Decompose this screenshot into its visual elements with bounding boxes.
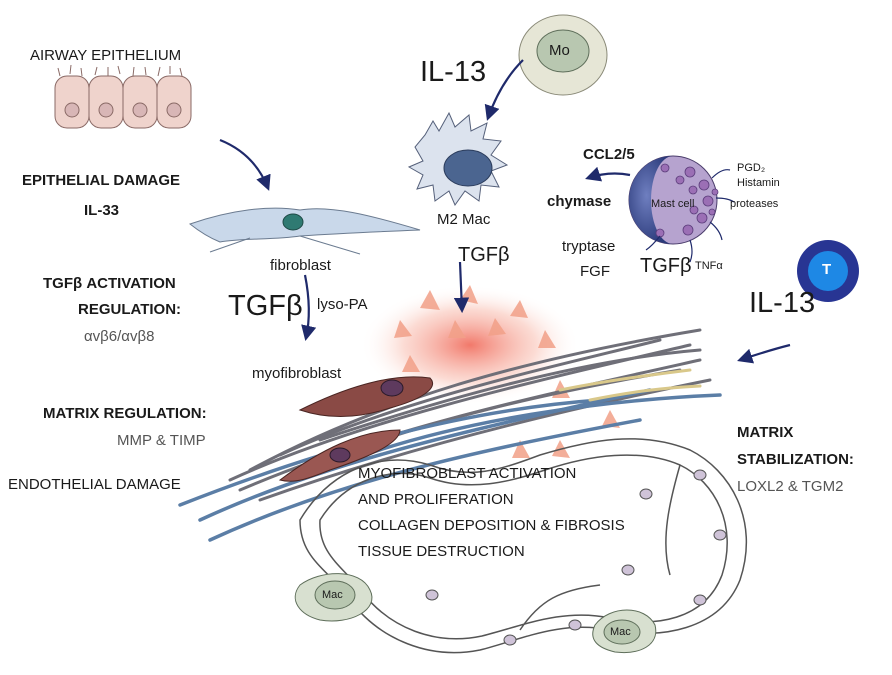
tgfb-fibro-label: TGFβ: [228, 290, 303, 322]
endothelial-damage-label: ENDOTHELIAL DAMAGE: [8, 476, 181, 493]
arrow-epithelium-to-fibroblast: [219, 138, 271, 191]
il13-right-label: IL-13: [749, 287, 816, 319]
arrow-fibro-to-myo: [301, 274, 317, 342]
matrix-stabilization-line-2: STABILIZATION:: [737, 451, 854, 468]
outcome-line-2: AND PROLIFERATION: [358, 491, 514, 508]
airway-epithelium-label: AIRWAY EPITHELIUM: [30, 47, 182, 64]
outcome-line-3: COLLAGEN DEPOSITION & FIBROSIS: [358, 517, 625, 534]
mmp-timp-label: MMP & TIMP: [117, 432, 206, 449]
loxl2-tgm2-label: LOXL2 & TGM2: [737, 478, 844, 495]
tgfb-mast-label: TGFβ: [640, 255, 692, 277]
histamin-label: Histamin: [737, 177, 780, 189]
arrow-mast-to-ccl: [585, 166, 631, 182]
endothelial-nuclei: [425, 469, 727, 646]
fibroblast-label: fibroblast: [270, 257, 331, 274]
il13-top-label: IL-13: [420, 56, 487, 88]
flow-arrows: [219, 59, 791, 364]
mast-cell-label: Mast cell: [651, 198, 695, 210]
outcome-line-1: MYOFIBROBLAST ACTIVATION: [358, 465, 577, 482]
m2-mac-label: M2 Mac: [437, 211, 491, 228]
collagen-fibers: [178, 328, 722, 542]
myofibroblast-label: myofibroblast: [252, 365, 342, 382]
mast-cell: [628, 155, 735, 263]
arrow-mac-down: [453, 261, 470, 314]
chymase-label: chymase: [547, 193, 612, 210]
airway-epithelium-cells: [54, 64, 192, 129]
proteases-label: proteases: [730, 198, 779, 210]
matrix-stabilization-line-1: MATRIX: [737, 424, 794, 441]
tryptase-label: tryptase: [562, 238, 616, 255]
matrix-regulation-label: MATRIX REGULATION:: [43, 405, 207, 422]
macrophage-right: [592, 609, 657, 654]
t-cell-label: T: [822, 261, 832, 278]
epithelial-damage-label: EPITHELIAL DAMAGE: [22, 172, 181, 189]
t-cell: [797, 240, 859, 302]
tgfb-activation-label: TGFβ ACTIVATION: [43, 275, 176, 292]
fgf-label: FGF: [580, 263, 610, 280]
integrins-label: αvβ6/αvβ8: [84, 328, 155, 345]
macrophage-left: [294, 573, 373, 622]
fibroblast-cell: [188, 207, 421, 255]
mac-right-label: Mac: [610, 626, 631, 638]
regulation-label: REGULATION:: [78, 301, 182, 318]
m2-macrophage-cell: [407, 111, 509, 207]
myofibroblast-cells: [278, 376, 433, 482]
capillary-network: [299, 438, 748, 654]
arrow-monocyte-to-mac: [484, 59, 524, 121]
arrow-tcell-in: [737, 343, 791, 364]
il33-label: IL-33: [84, 202, 120, 219]
pgd2-label: PGD₂: [737, 162, 766, 174]
tnfa-label: TNFα: [695, 260, 723, 272]
monocyte-label: Mo: [549, 42, 570, 59]
mac-left-label: Mac: [322, 589, 343, 601]
lyso-pa-label: lyso-PA: [317, 296, 368, 313]
outcome-line-4: TISSUE DESTRUCTION: [358, 543, 525, 560]
ccl25-label: CCL2/5: [583, 146, 635, 163]
tgfb-mac-label: TGFβ: [458, 244, 510, 266]
monocyte-cell: [518, 14, 608, 96]
